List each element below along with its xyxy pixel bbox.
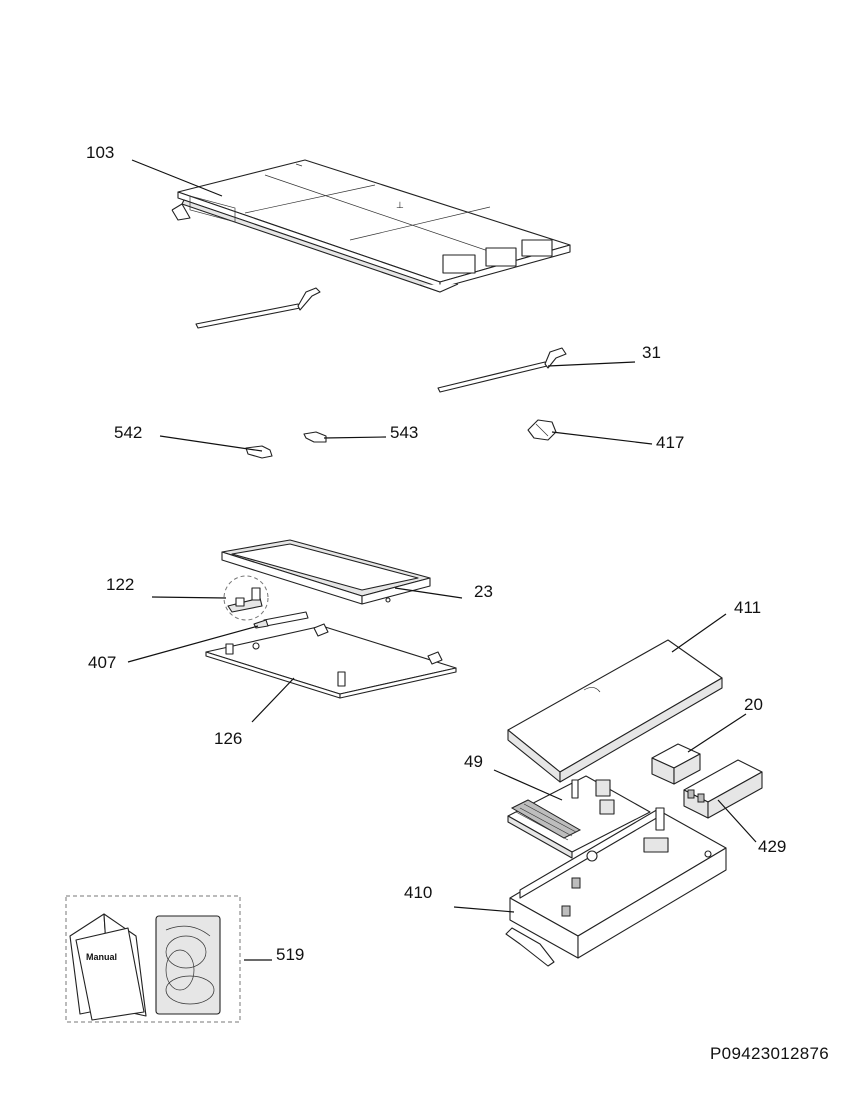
part-122-switch (223, 575, 269, 621)
part-49-pcb (507, 775, 651, 859)
part-411-cover (507, 639, 723, 783)
part-519-accessory-kit: Manual (65, 895, 241, 1023)
part-31-sensor-cable (437, 347, 567, 393)
part-417-clip (527, 419, 557, 441)
callout-542: 542 (114, 423, 142, 442)
document-reference-number: P09423012876 (710, 1044, 829, 1063)
manual-booklet: Manual (69, 913, 147, 1021)
callout-417: 417 (656, 433, 684, 452)
manual-label: Manual (86, 952, 117, 962)
leader-23 (394, 587, 463, 599)
callout-23: 23 (474, 582, 493, 601)
callout-543: 543 (390, 423, 418, 442)
part-542-connector (245, 445, 273, 459)
leader-49 (493, 769, 563, 801)
callout-126: 126 (214, 729, 242, 748)
leader-410 (453, 906, 515, 913)
callout-20: 20 (744, 695, 763, 714)
sensor-cable-upper (195, 287, 321, 329)
callout-429: 429 (758, 837, 786, 856)
callout-31: 31 (642, 343, 661, 362)
callout-410: 410 (404, 883, 432, 902)
callout-519: 519 (276, 945, 304, 964)
leader-417 (551, 431, 653, 445)
part-23-glass-frame (221, 539, 431, 605)
leader-122 (151, 596, 227, 599)
part-410-control-box (505, 807, 727, 967)
leader-407 (127, 625, 259, 663)
part-543-connector (303, 431, 327, 443)
leader-31 (547, 361, 636, 367)
callout-122: 122 (106, 575, 134, 594)
leader-429 (717, 799, 757, 843)
part-126-bottom-plate (205, 623, 457, 699)
leader-20 (687, 713, 747, 753)
part-407-strut (253, 611, 309, 629)
callout-407: 407 (88, 653, 116, 672)
pcb-heatsink (510, 799, 582, 841)
svg-text:⊥: ⊥ (396, 200, 404, 210)
leader-411 (671, 613, 727, 653)
leader-126 (251, 677, 295, 723)
leader-542 (159, 435, 263, 452)
part-429-ballast (683, 759, 763, 819)
accessory-bag (155, 915, 221, 1015)
callout-411: 411 (734, 598, 761, 617)
part-103-housing-frame: ⊥ (171, 159, 571, 293)
part-20-module (651, 743, 701, 785)
leader-103 (131, 159, 223, 197)
leader-543 (323, 436, 387, 439)
callout-103: 103 (86, 143, 114, 162)
callout-49: 49 (464, 752, 483, 771)
